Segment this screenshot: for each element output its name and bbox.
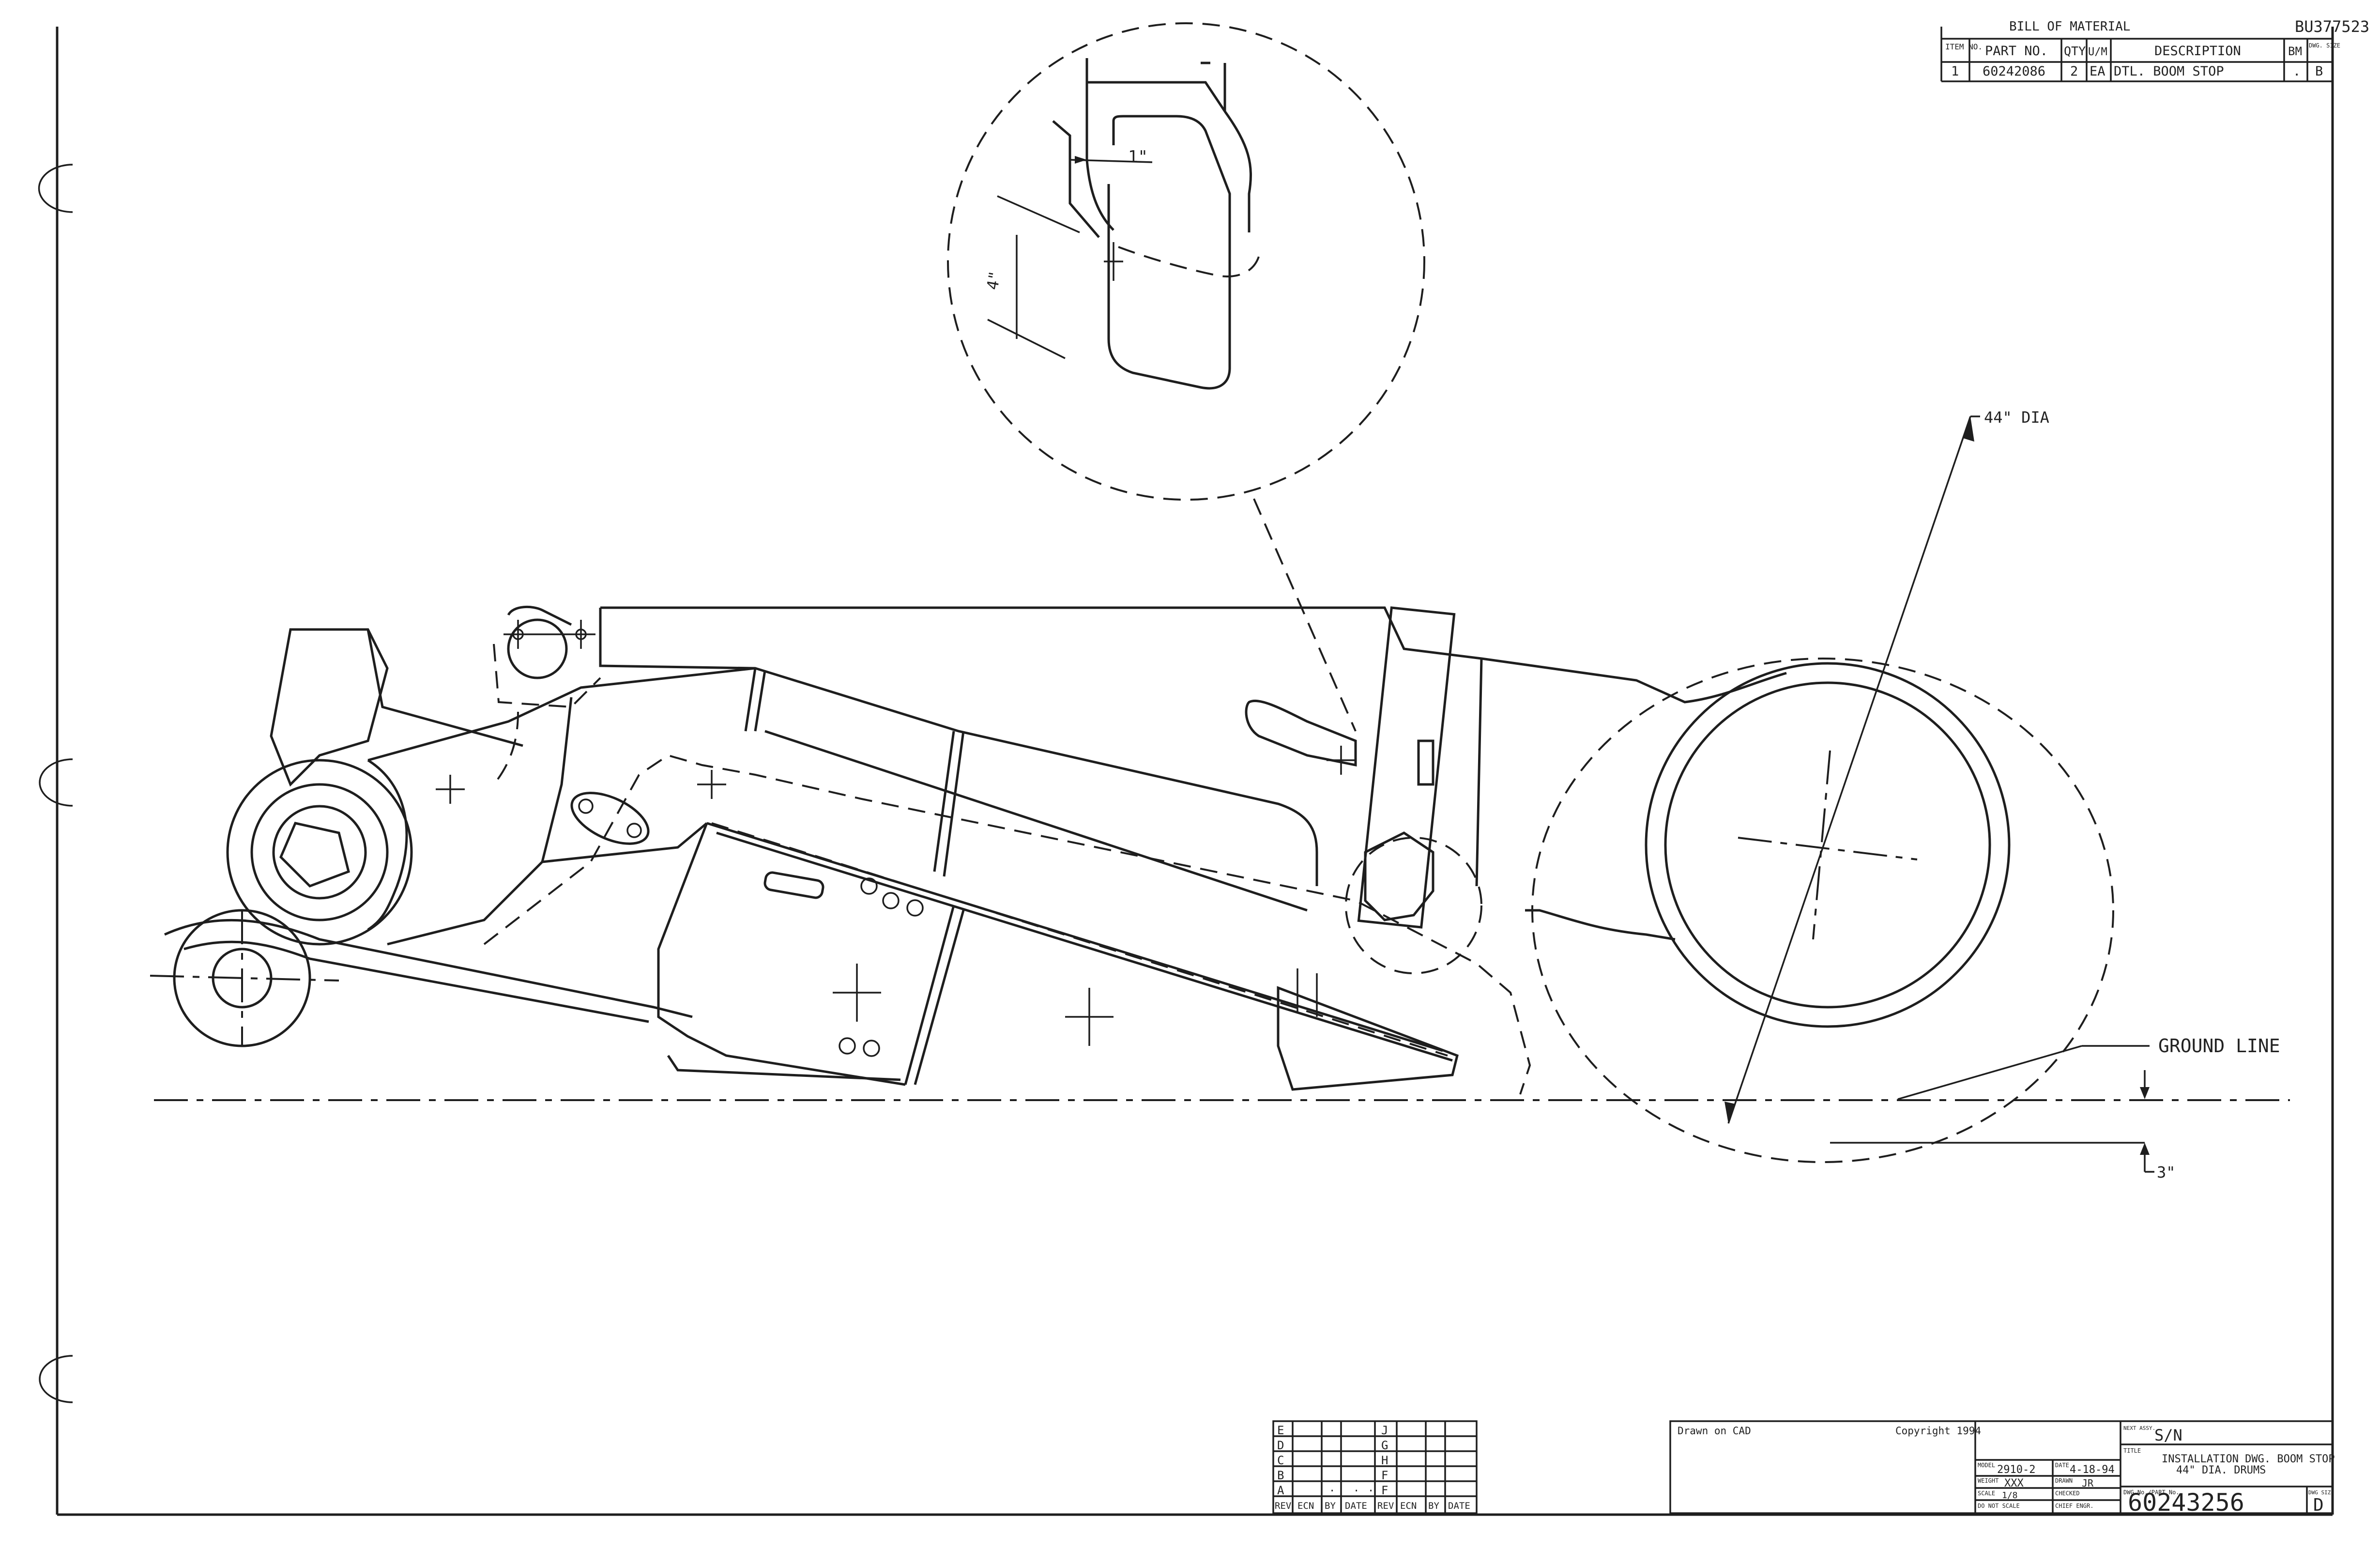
bom-row-um: EA (2090, 64, 2105, 79)
rev-header-by2: BY (1428, 1501, 1439, 1511)
rev-header-ecn: ECN (1297, 1501, 1314, 1511)
scale-value: 1/8 (2002, 1490, 2018, 1501)
rev-letter-g: G (1381, 1439, 1388, 1452)
drawn-value: JR (2082, 1477, 2094, 1489)
model-value: 2910-2 (1997, 1464, 2035, 1476)
drop-dim-label: 3" (2157, 1163, 2176, 1181)
title-block: Drawn on CAD Copyright 1994 MODEL 2910-2… (1669, 1420, 2335, 1517)
bill-of-material: BU377523 BILL OF MATERIAL ITEM NO. PART … (1940, 17, 2369, 82)
detail-view-boom-stop: 1" 4" (947, 22, 1425, 732)
scale-label: SCALE (1978, 1490, 1995, 1497)
dwg-no-label: DWG No./PART No. (2123, 1489, 2180, 1496)
rev-mark-1: . (1329, 1482, 1335, 1494)
rev-mark-3: . (1368, 1482, 1374, 1494)
rev-letter-c: C (1277, 1454, 1284, 1467)
bom-row-part: 60242086 (1983, 64, 2045, 79)
bom-header-item: ITEM NO. (1945, 42, 1983, 51)
rev-letter-f1: F (1381, 1469, 1388, 1482)
title-line-1: INSTALLATION DWG. BOOM STOP (2162, 1453, 2335, 1465)
bom-title: BILL OF MATERIAL (2009, 19, 2130, 34)
rev-letter-a: A (1277, 1484, 1284, 1497)
copyright-note: Copyright 1994 (1895, 1425, 1981, 1437)
ground-line-label: GROUND LINE (2158, 1035, 2280, 1057)
next-assy-value: S/N (2154, 1426, 2182, 1444)
rev-mark-2: . (1353, 1482, 1359, 1494)
weight-label: WEIGHT (1978, 1477, 1999, 1484)
rev-header-date2: DATE (1448, 1501, 1470, 1511)
weight-value: XXX (2004, 1477, 2024, 1489)
drawing-id-top: BU377523 (2295, 17, 2369, 36)
date-label: DATE (2055, 1462, 2069, 1469)
model-label: MODEL (1978, 1462, 1995, 1469)
bom-header-part: PART NO. (1985, 44, 2048, 59)
binder-holes (38, 164, 73, 1403)
bom-row-dwg-size: B (2315, 64, 2323, 79)
title-line-2: 44" DIA. DRUMS (2176, 1464, 2266, 1476)
dwg-size-label: DWG SIZE (2308, 1489, 2334, 1496)
rev-letter-j: J (1381, 1424, 1388, 1437)
bom-row-description: DTL. BOOM STOP (2114, 64, 2224, 79)
revision-block: E D C B A J G H F F . . . REV ECN BY DAT… (1272, 1420, 1478, 1514)
rev-header-rev2: REV (1377, 1501, 1394, 1511)
bom-header-dwg-size: DWG. SIZE (2309, 42, 2340, 49)
rev-letter-d: D (1277, 1439, 1284, 1452)
bom-row-item: 1 (1951, 64, 1959, 79)
rev-header-rev: REV (1275, 1501, 1291, 1511)
do-not-scale: DO NOT SCALE (1978, 1503, 2020, 1509)
rev-letter-b: B (1277, 1469, 1284, 1482)
boom-assembly (150, 605, 1787, 1095)
dwg-size-value: D (2313, 1495, 2324, 1515)
checked-label: CHECKED (2055, 1490, 2080, 1497)
drum-diameter-label: 44" DIA (1984, 408, 2049, 427)
dwg-no-value: 60243256 (2128, 1488, 2244, 1517)
title-label: TITLE (2123, 1447, 2141, 1454)
rev-header-ecn2: ECN (1400, 1501, 1417, 1511)
rev-letter-f2: F (1381, 1484, 1388, 1497)
bom-header-bm: BM (2288, 45, 2302, 58)
bom-row-qty: 2 (2070, 64, 2078, 79)
bom-header-qty: QTY (2064, 44, 2086, 58)
chief-engr-label: CHIEF ENGR. (2055, 1503, 2093, 1509)
detail-dim-4in: 4" (983, 270, 1004, 291)
rev-header-date: DATE (1345, 1501, 1367, 1511)
bom-header-description: DESCRIPTION (2154, 44, 2241, 59)
rev-letter-h: H (1381, 1454, 1388, 1467)
drum-44in: 44" DIA (1531, 408, 2114, 1163)
bom-row-bm: . (2293, 64, 2301, 79)
drawn-on-cad: Drawn on CAD (1678, 1425, 1751, 1437)
detail-dim-1in: 1" (1128, 147, 1148, 167)
next-assy-label: NEXT ASSY. (2123, 1425, 2155, 1431)
date-value: 4-18-94 (2070, 1464, 2115, 1476)
bom-header-um: U/M (2088, 46, 2107, 58)
sheet-border (56, 27, 2334, 1516)
drawn-label: DRAWN (2055, 1477, 2073, 1484)
rev-header-by: BY (1325, 1501, 1336, 1511)
ground-line: GROUND LINE 3" (154, 1035, 2290, 1181)
rev-letter-e: E (1277, 1424, 1284, 1437)
